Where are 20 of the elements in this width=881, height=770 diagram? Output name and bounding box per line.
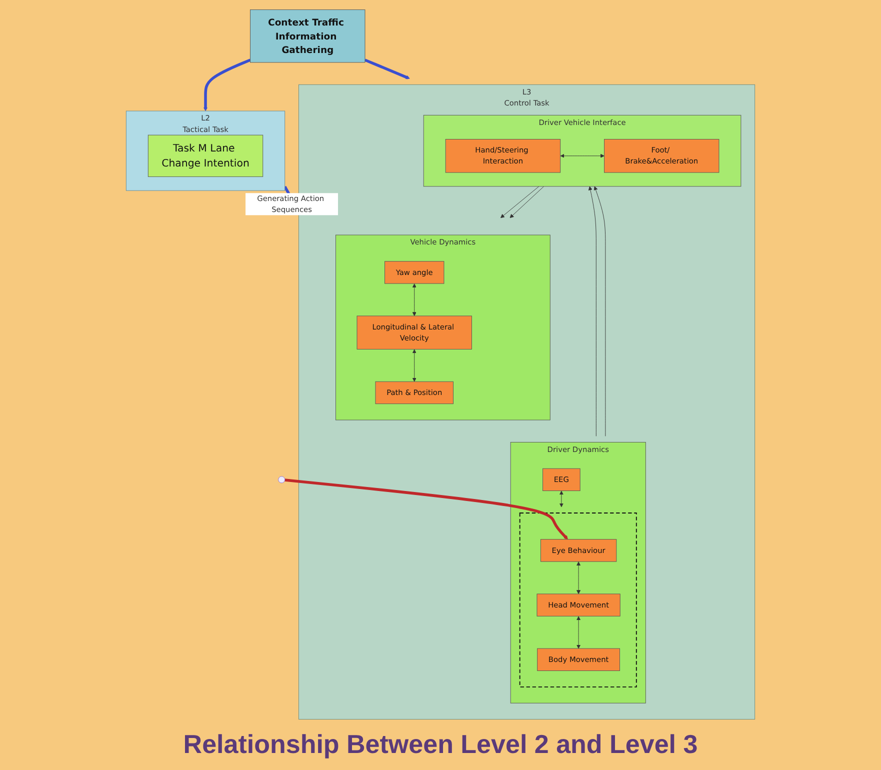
node-box [537,648,620,671]
caption: Relationship Between Level 2 and Level 3 [183,729,698,760]
node-box [375,381,454,404]
node-box [604,139,720,173]
node-box [445,139,561,173]
node-box [250,9,366,63]
arrow [203,58,251,112]
cluster [510,442,646,704]
node-box [536,594,620,616]
cluster [423,114,742,187]
node-box [542,468,580,492]
cluster [126,110,286,191]
node-box [384,261,444,284]
node-box [540,539,617,562]
arrow [364,58,410,80]
arrow [284,478,568,540]
node-box [148,134,264,177]
cluster [336,234,550,420]
cluster [519,512,637,688]
node-box [356,316,472,350]
